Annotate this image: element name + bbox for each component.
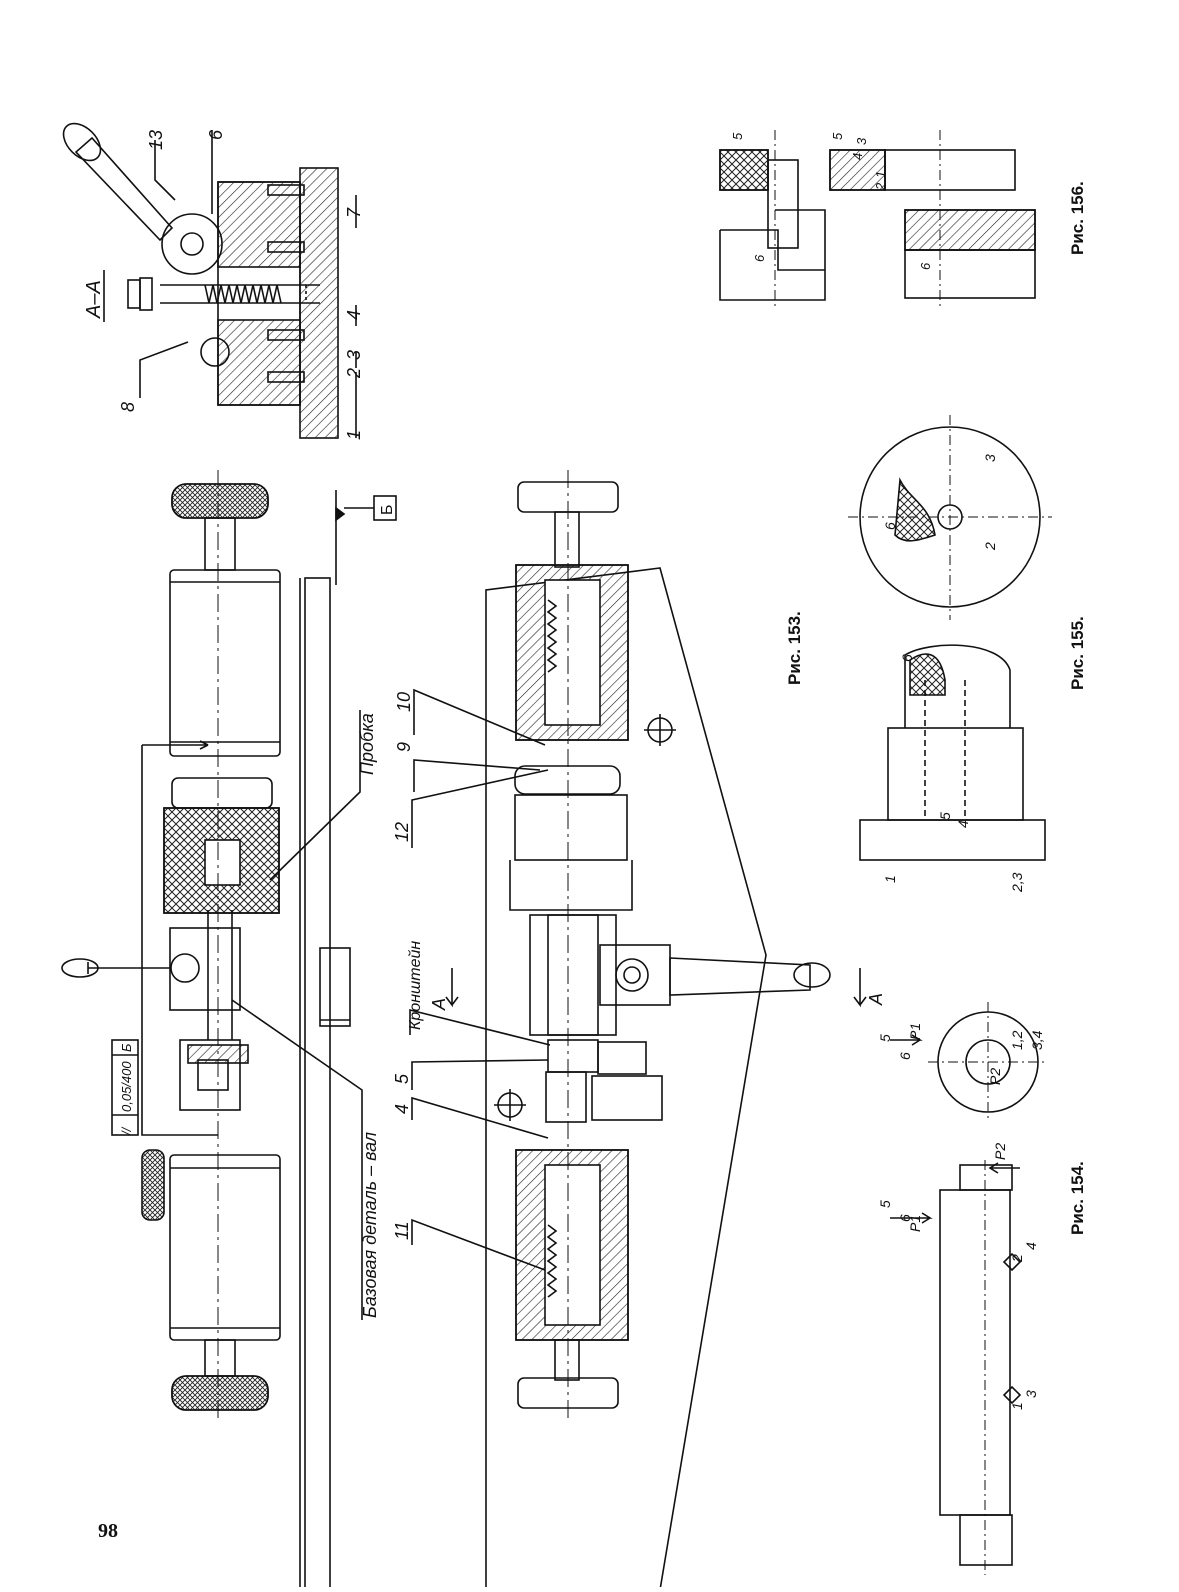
caption-fig156: Рис. 156. bbox=[1068, 181, 1087, 255]
tolerance-symbol: // bbox=[119, 1126, 134, 1136]
fig155-label-5: 5 bbox=[937, 812, 953, 820]
callout-base-part: Базовая деталь – вал bbox=[360, 1132, 380, 1318]
section-a-a-label: А–А bbox=[83, 280, 105, 319]
part-number-12: 12 bbox=[392, 822, 412, 842]
part-number-9: 9 bbox=[394, 742, 414, 752]
fig154-label-4: 4 bbox=[1023, 1242, 1039, 1250]
fig154-label-p2a: P2 bbox=[987, 1068, 1003, 1085]
part-number-7: 7 bbox=[344, 207, 364, 218]
fig155-label-1: 1 bbox=[882, 875, 898, 883]
part-number-6: 6 bbox=[206, 129, 226, 140]
fig155-label-6b: 6 bbox=[882, 522, 898, 530]
fig156-label-6a: 6 bbox=[752, 254, 767, 262]
fig156-label-5a: 5 bbox=[730, 132, 745, 140]
fig154-label-p1b: P1 bbox=[907, 1215, 923, 1232]
fig156-label-4: 4 bbox=[850, 153, 865, 160]
fig154-drawing bbox=[890, 1002, 1048, 1575]
part-number-10: 10 bbox=[394, 692, 414, 712]
fig154-label-12: 1,2 bbox=[1009, 1030, 1025, 1050]
part-number-1: 1 bbox=[344, 430, 364, 440]
datum-letter: Б bbox=[379, 505, 396, 516]
fig154-label-1: 1 bbox=[1009, 1402, 1025, 1410]
part-number-11: 11 bbox=[392, 1221, 412, 1240]
caption-fig155: Рис. 155. bbox=[1068, 616, 1087, 690]
fig155-label-23: 2,3 bbox=[1009, 872, 1025, 893]
fig155-label-2: 2 bbox=[982, 542, 998, 551]
fig155-label-3: 3 bbox=[982, 454, 998, 462]
fig156-label-5b: 5 bbox=[830, 132, 845, 140]
fig154-label-2: 2 bbox=[1009, 1254, 1025, 1263]
fig154-label-5b: 5 bbox=[877, 1200, 893, 1208]
fig155-label-4: 4 bbox=[955, 820, 971, 828]
side-view bbox=[62, 470, 350, 1587]
part-number-2: 2 bbox=[344, 368, 364, 379]
page-number: 98 bbox=[98, 1520, 118, 1543]
fig156-label-3: 3 bbox=[854, 137, 869, 145]
tolerance-datum: Б bbox=[119, 1043, 134, 1052]
fig154-label-3: 3 bbox=[1023, 1390, 1039, 1398]
part-number-13: 13 bbox=[146, 130, 166, 150]
fig155-label-6a: 6 bbox=[899, 654, 915, 662]
callout-bracket: Кронштейн bbox=[407, 941, 424, 1030]
part-number-4: 4 bbox=[344, 310, 364, 320]
tolerance-value: 0,05/400 bbox=[119, 1061, 134, 1112]
fig154-label-5a: 5 bbox=[877, 1034, 893, 1042]
part-number-5: 5 bbox=[392, 1073, 412, 1084]
part-number-3: 3 bbox=[344, 350, 364, 360]
callout-plug: Пробка bbox=[357, 713, 377, 775]
fig154-label-34: 3,4 bbox=[1029, 1030, 1045, 1050]
fig154-label-p1a: P1 bbox=[907, 1023, 923, 1040]
part-number-8: 8 bbox=[118, 402, 138, 412]
fig154-label-p2b: P2 bbox=[992, 1143, 1008, 1160]
fig156-label-2: 2 bbox=[873, 182, 888, 191]
cut-letter-right: А bbox=[866, 993, 886, 1006]
fig156-label-1: 1 bbox=[873, 171, 888, 178]
part-number-4-plan: 4 bbox=[392, 1104, 412, 1114]
cut-letter-left: А bbox=[429, 998, 449, 1011]
base-strip bbox=[305, 578, 330, 1587]
section-a-a-view bbox=[57, 117, 338, 438]
fig154-label-6a: 6 bbox=[897, 1052, 913, 1060]
caption-fig154: Рис. 154. bbox=[1068, 1161, 1087, 1235]
fig156-label-6b: 6 bbox=[918, 262, 933, 270]
fig156-drawing bbox=[720, 130, 1035, 310]
caption-fig153: Рис. 153. bbox=[785, 611, 804, 685]
fig155-drawing bbox=[848, 415, 1052, 860]
